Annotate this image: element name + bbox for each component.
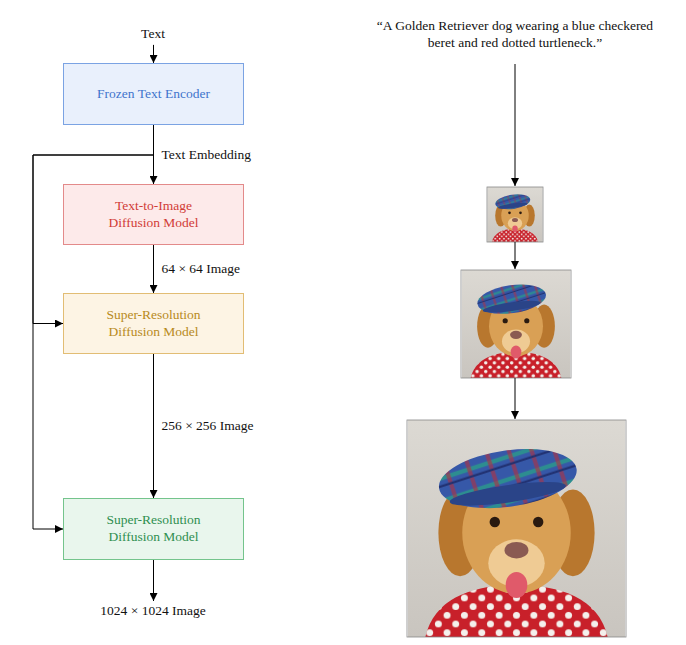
model-box: Super-Resolution Diffusion Model [63,293,244,354]
flow-arrow [153,245,154,293]
model-box: Text-to-Image Diffusion Model [63,184,244,245]
edge-label: Text Embedding [161,147,252,164]
flow-arrow [515,242,516,269]
box-title: Text-to-Image Diffusion Model [98,198,210,232]
dog-image-small [488,187,543,242]
input-label: Text [140,26,166,43]
prompt-text: “A Golden Retriever dog wearing a blue c… [372,18,659,52]
flow-arrow [515,64,516,186]
edge-label: 256 × 256 Image [161,418,255,435]
dog-image-large [408,420,625,637]
output-label: 1024 × 1024 Image [99,603,206,620]
output-arrow [153,560,154,601]
input-arrow [153,45,154,63]
model-box: Super-Resolution Diffusion Model [63,498,244,560]
box-title: Frozen Text Encoder [97,86,210,103]
flow-arrow [515,378,516,419]
box-title: Super-Resolution Diffusion Model [95,512,213,546]
model-box: Frozen Text Encoder [63,63,244,125]
flow-arrow [153,354,154,498]
dog-image-medium [462,270,570,378]
edge-label: 64 × 64 Image [161,261,241,278]
box-title: Super-Resolution Diffusion Model [95,307,213,341]
